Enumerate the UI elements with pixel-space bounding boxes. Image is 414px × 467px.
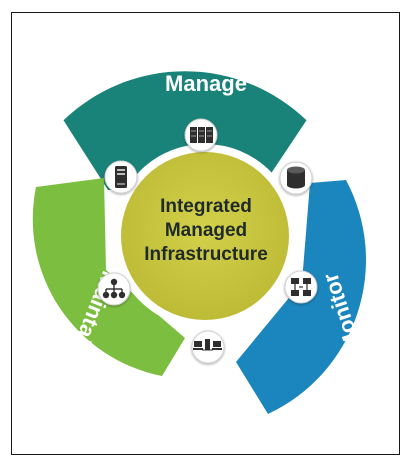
center-line-1: Integrated: [160, 196, 252, 217]
database-icon: [279, 161, 313, 195]
center-hub: [121, 152, 289, 320]
center-line-2: Managed: [165, 220, 247, 241]
server-rack-icon: [184, 118, 218, 152]
hierarchy-icon: [97, 272, 131, 306]
connected-computers-icon: [191, 330, 225, 364]
server-tower-icon: [104, 160, 138, 194]
network-devices-icon: [284, 270, 318, 304]
center-line-3: Infrastructure: [144, 244, 268, 265]
manage-label: Manage: [165, 71, 247, 96]
